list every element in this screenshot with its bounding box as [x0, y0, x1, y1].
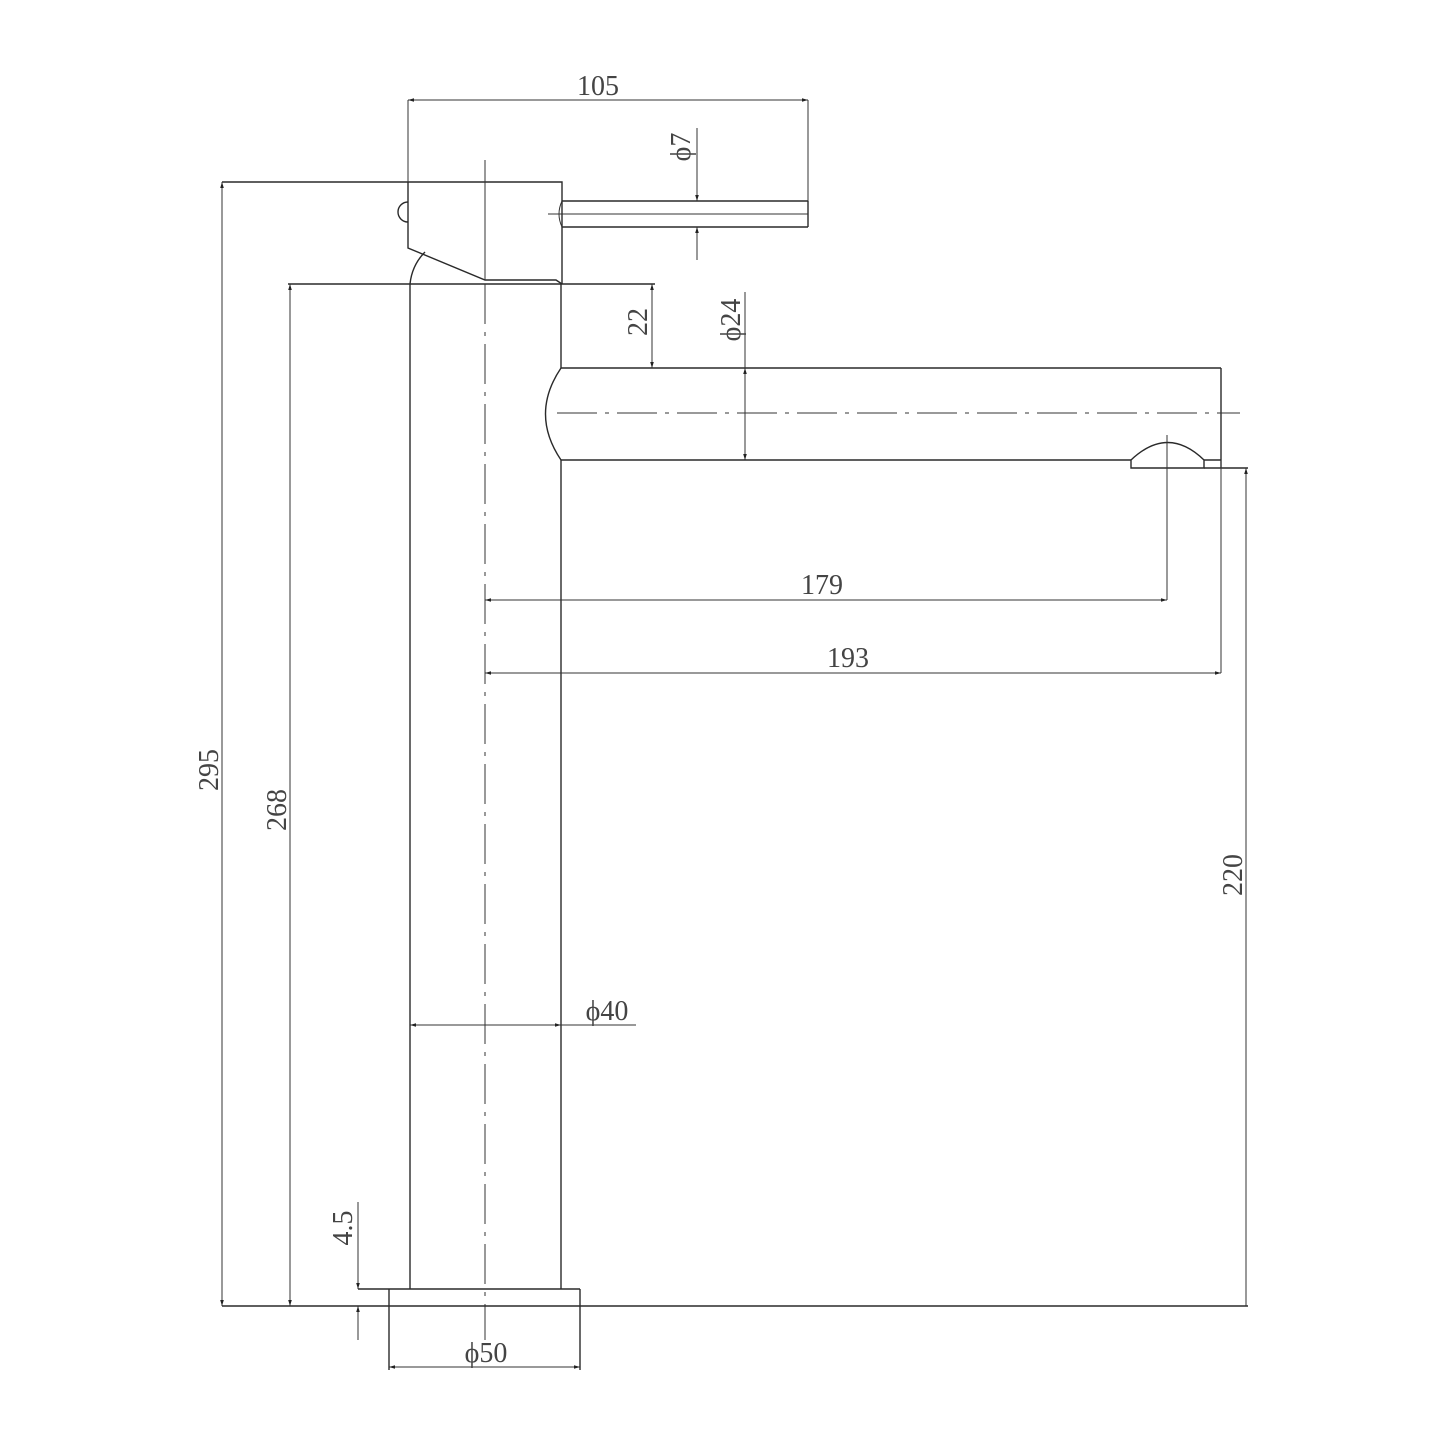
base	[222, 1288, 1248, 1370]
dim-body-height: 268	[262, 789, 293, 831]
dim-outlet-height: 220	[1218, 854, 1249, 896]
handle-head	[222, 160, 563, 285]
dim-base-diameter: ϕ50	[465, 1338, 508, 1369]
dim-spout-reach-outlet: 179	[801, 570, 843, 601]
dim-spout-reach-total: 193	[827, 643, 869, 674]
dim-handle-diameter: ϕ7	[666, 133, 697, 162]
dim-spout-offset: 22	[623, 308, 654, 336]
body-column	[288, 283, 655, 1340]
dim-base-thickness: 4.5	[328, 1211, 359, 1246]
dim-total-height: 295	[194, 749, 225, 791]
dim-body-diameter: ϕ40	[586, 996, 629, 1027]
spout	[544, 367, 1248, 600]
lever-handle	[548, 200, 809, 228]
dimension-lines	[220, 98, 1248, 1369]
dim-spout-diameter: ϕ24	[716, 299, 747, 342]
dim-handle-length: 105	[577, 71, 619, 102]
